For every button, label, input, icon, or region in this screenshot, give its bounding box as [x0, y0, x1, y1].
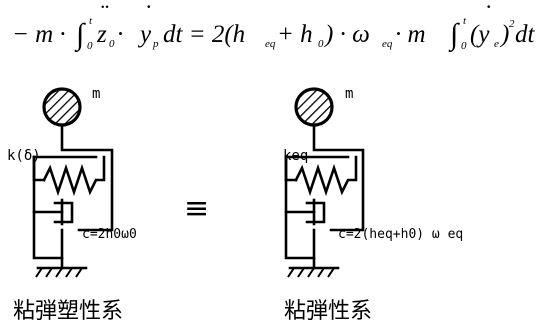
eq-y-p-dot: ˙ [143, 1, 151, 28]
right-caption: 粘弾性系 [284, 299, 372, 324]
eq-dot-m: · m [395, 21, 426, 48]
right-damper-label: c=2(heq+h0) ω eq [338, 227, 463, 242]
right-spring-label: keq [283, 148, 308, 164]
right-bottom-lead [284, 210, 316, 260]
left-model: m k(δ) c=2h0ω0 粘弾塑性系 [7, 86, 137, 324]
equivalence-symbol: ≡ [184, 191, 209, 226]
right-ground-hatch-icon [287, 267, 335, 278]
left-mass-label: m [92, 86, 100, 102]
eq-dt-equals: dt = 2(h [163, 21, 245, 48]
eq-y-e-sub: e [494, 38, 499, 50]
right-spring-icon [294, 155, 358, 197]
left-spring-icon [42, 155, 106, 197]
energy-equation: − m · ∫ 0 t z ¨ 0 · y ˙ p dt = 2(h eq + … [12, 1, 536, 53]
eq-int2-lower: 0 [461, 40, 467, 52]
right-model: m keq c=2(heq+h0) ω eq 粘弾性系 [283, 86, 463, 324]
left-damper-cylinder [53, 201, 74, 224]
eq-z-sub: 0 [109, 38, 115, 50]
eq-y-e-dot: ˙ [483, 1, 491, 28]
eq-close-sq: ) [499, 21, 509, 48]
eq-minus-m: − m · [12, 21, 66, 48]
left-caption: 粘弾塑性系 [13, 299, 123, 324]
eq-plus-h: + h [277, 21, 313, 48]
eq-omega-sub: eq [382, 38, 393, 50]
right-mass-icon [294, 87, 334, 127]
eq-dot-1: · [117, 21, 123, 48]
eq-dt-2: dt [515, 21, 536, 48]
eq-y-p-sub: p [152, 38, 159, 50]
left-mass-icon [42, 87, 82, 127]
left-top-link [60, 123, 114, 232]
eq-int2-upper: t [463, 15, 467, 27]
eq-integral-1: ∫ [74, 18, 86, 53]
eq-y-e: (y [470, 21, 490, 48]
left-bottom-lead [32, 210, 64, 260]
left-ground-hatch-icon [35, 267, 83, 278]
eq-int1-lower: 0 [87, 40, 93, 52]
right-top-link [312, 123, 365, 232]
eq-close-omega: ) · ω [323, 21, 370, 48]
eq-y-p: y [137, 21, 152, 48]
eq-integral-2: ∫ [448, 18, 460, 53]
left-damper-label: c=2h0ω0 [82, 227, 137, 242]
eq-square: 2 [509, 18, 515, 30]
eq-h0-sub: 0 [318, 38, 324, 50]
eq-heq-sub: eq [265, 38, 276, 50]
left-spring-label: k(δ) [7, 148, 41, 164]
right-damper-cylinder [305, 201, 326, 224]
eq-int1-upper: t [89, 15, 93, 27]
right-mass-label: m [345, 86, 353, 102]
eq-z-ddot: ¨ [99, 1, 109, 28]
eq-z: z [96, 21, 107, 48]
